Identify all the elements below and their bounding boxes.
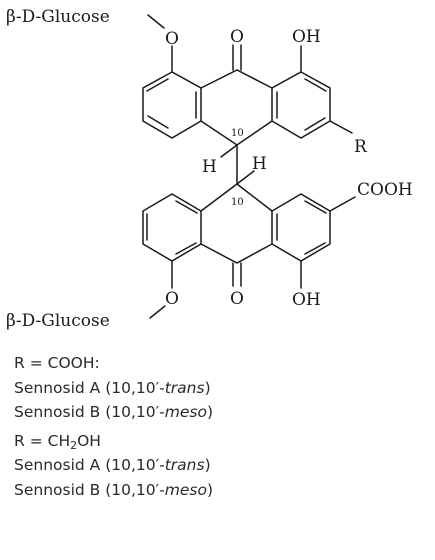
c10-c10-linkage [220,144,255,185]
c10-locant-bottom: 10 [231,197,244,208]
r-definition: R = COOH: [14,354,100,372]
sennoside-structure-diagram: β-D-Glucose O O OH R H H 10 10 COOH O O … [6,7,413,331]
compound-entry: Sennosid B (10,10′-meso) [14,480,214,499]
oh-label-bottom: OH [292,290,321,310]
lower-anthrone [142,183,356,319]
lower-left-ring [142,193,202,262]
compound-entry: Sennosid A (10,10′-trans) [14,456,211,474]
cooh-bond [329,196,356,212]
upper-right-ring [271,71,331,139]
cooh-label: COOH [357,180,413,200]
upper-carbonyl-bond [232,44,242,71]
lower-right-ring [271,193,331,262]
c10-locant-top: 10 [231,128,244,139]
ether-o-label-bottom: O [165,289,179,309]
h-label-left: H [202,157,217,177]
ether-o-label-top: O [165,29,179,49]
lower-carbonyl-bond [232,262,242,287]
substituent-legend: R = COOH: Sennosid A (10,10′-trans) Senn… [14,351,424,506]
lower-left-ring-double-bonds [146,200,198,255]
oh-label-top: OH [292,27,321,47]
upper-ether-bonds [147,14,173,73]
upper-right-ring-double-bonds [276,78,327,131]
upper-left-ring-double-bonds [146,78,197,129]
carbonyl-o-label-bottom: O [230,289,244,309]
glucose-label-bottom: β-D-Glucose [6,311,110,331]
h-label-right: H [252,154,267,174]
lower-right-ring-double-bonds [276,200,327,255]
upper-anthrone [142,14,353,146]
carbonyl-o-label-top: O [230,27,244,47]
h-left-bond [220,144,238,158]
r-group-bond [329,120,353,134]
r-group-label: R [354,137,368,157]
lower-ether-bonds [149,260,173,319]
compound-entry: Sennosid A (10,10′-trans) [14,378,211,397]
glucose-label-top: β-D-Glucose [6,7,110,27]
lower-central-ring [200,183,273,264]
compound-entry: Sennosid B (10,10′-meso) [14,403,214,421]
h-right-bond [236,170,255,185]
legend-group-cooh: R = COOH: Sennosid A (10,10′-trans) Senn… [14,351,424,425]
r-definition: R = CH2OH [14,431,101,452]
upper-left-ring [142,71,202,139]
legend-group-ch2oh: R = CH2OH Sennosid A (10,10′-trans) Senn… [14,429,424,503]
